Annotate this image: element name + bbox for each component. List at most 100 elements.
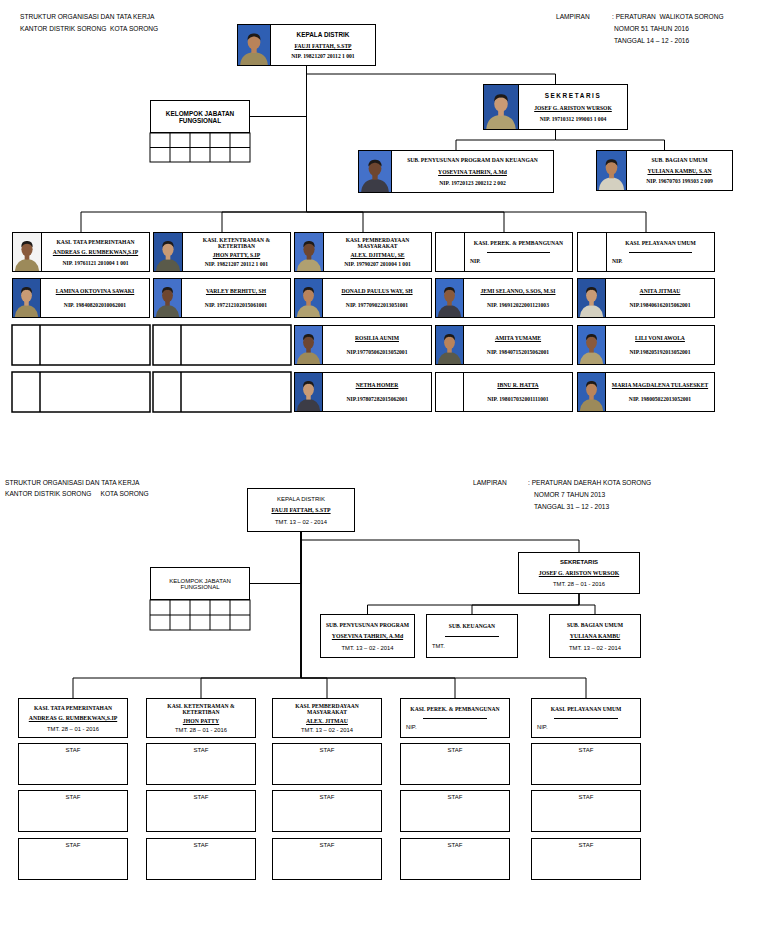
connector-line — [556, 130, 665, 150]
connector-line — [250, 66, 307, 117]
box-heading: SUB. BAGIAN UMUM — [651, 157, 707, 163]
employee-id: NIP. 19670703 199303 2 009 — [646, 178, 712, 184]
person-name: FAUJI FATTAH, S.STP — [294, 43, 351, 49]
person-name: JEMI SELANNO, S.SOS, M.SI — [480, 288, 555, 294]
photo-cell — [13, 279, 41, 317]
employee-id: TMT. 13 – 02 - 2014 — [569, 645, 621, 651]
connector-line — [368, 594, 580, 614]
staff-box: STAF — [400, 838, 510, 880]
photo-body — [438, 305, 461, 317]
staff-box: IBNU R. HATTANIP. 198017032001111001 — [435, 372, 573, 412]
box-heading: SEKRETARIS — [545, 92, 602, 99]
photo-cell — [578, 233, 607, 271]
photo-background — [13, 279, 40, 317]
text-area: LAMINA OKTOVINA SAWAKINIP. 1984082020100… — [41, 279, 149, 317]
person-name: ANITA JITMAU — [640, 288, 681, 294]
cell-divider — [39, 372, 41, 412]
connector-line — [222, 66, 307, 232]
text-area: KEPALA DISTRIKFAUJI FATTAH, S.STPNIP. 19… — [271, 25, 375, 65]
person-name: FAUJI FATTAH, S.STP — [271, 507, 330, 513]
connector-line — [472, 594, 579, 614]
empty-box — [12, 325, 150, 365]
text-area: STAF — [273, 791, 381, 831]
portrait-photo — [295, 373, 322, 411]
person-name: LAMINA OKTOVINA SAWAKI — [56, 288, 135, 294]
photo-hair — [586, 334, 597, 340]
photo-background — [578, 326, 605, 364]
photo-face — [586, 335, 597, 349]
box-heading: SUB. BAGIAN UMUM — [567, 622, 623, 628]
grid-line — [210, 600, 211, 630]
photo-body — [361, 179, 389, 192]
position-box: SUB. BAGIAN UMUMYULIANA KAMBUTMT. 13 – 0… — [549, 614, 641, 658]
text-area: KASI. KETENTRAMAN & KETERTIBANJHON PATTY… — [183, 233, 290, 271]
employee-id: NIP. 197212102015061001 — [205, 302, 267, 308]
photo-hair — [21, 241, 33, 247]
position-box: KASI. KETENTRAMAN & KETERTIBANJHON PATTY… — [153, 232, 291, 272]
box-heading: SUB. PENYUSUNAN PROGRAM — [326, 622, 409, 628]
employee-id: TMT. 28 – 01 - 2016 — [175, 727, 227, 733]
text-area: KASI. PEMBERDAYAAN MASYARAKATALEX. JITMA… — [273, 699, 381, 737]
photo-hair — [586, 287, 597, 293]
photo-face — [303, 242, 314, 256]
text-area: KASI. PEREK. & PEMBANGUNANNIP. — [401, 699, 509, 737]
box-heading: KASI. PELAYANAN UMUM — [625, 240, 696, 246]
photo-face — [21, 288, 32, 302]
employee-id: NIP. 196912022001121003 — [487, 302, 549, 308]
staff-box: LILI VONI AWOLANIP.198205192013052001 — [577, 325, 715, 365]
photo-body — [156, 259, 180, 271]
text-area: KASI. KETENTRAMAN & KETERTIBANJHON PATTY… — [147, 699, 255, 737]
photo-cell — [578, 373, 606, 411]
box-heading: KASI. TATA PEMERINTAHAN — [57, 239, 135, 245]
connector-line — [307, 66, 556, 84]
blank-line — [423, 718, 487, 719]
photo-body — [438, 352, 461, 364]
staff-box: STAF — [18, 743, 128, 785]
employee-id: TMT. 13 – 02 - 2014 — [342, 645, 394, 651]
text-area: STAF — [147, 839, 255, 879]
photo-hair — [444, 334, 455, 340]
position-box: SUB. KEUANGANTMT. — [426, 614, 518, 658]
photo-hair — [606, 159, 618, 165]
box-heading: KASI. PEMBERDAYAAN MASYARAKAT — [326, 237, 429, 249]
text-area: ANITA JITMAUNIP.198406162015062001 — [606, 279, 714, 317]
text-area: NETHA HOMERNIP.197807282015062001 — [323, 373, 431, 411]
photo-background — [484, 85, 518, 129]
chart-heading: STRUKTUR ORGANISASI DAN TATA KERJA — [5, 479, 139, 486]
connector-line — [456, 130, 556, 150]
photo-body — [156, 305, 179, 317]
person-name: DONALD PAULUS WAY, SH — [341, 288, 412, 294]
text-area: LILI VONI AWOLANIP.198205192013052001 — [606, 326, 714, 364]
photo-cell — [578, 326, 606, 364]
text-area: KELOMPOK JABATAN FUNGSIONAL — [151, 568, 249, 599]
box-heading: STAF — [194, 842, 209, 848]
box-heading: STAF — [66, 794, 81, 800]
photo-cell — [295, 326, 323, 364]
position-box: KEPALA DISTRIKFAUJI FATTAH, S.STPNIP. 19… — [237, 24, 376, 66]
employee-id: NIP. 198005022013052001 — [629, 396, 691, 402]
box-heading: STAF — [320, 842, 335, 848]
portrait-photo — [597, 151, 626, 190]
employee-id: NIP.198205192013052001 — [630, 349, 691, 355]
portrait-photo — [578, 373, 605, 411]
staff-box: STAF — [272, 790, 382, 832]
photo-background — [295, 233, 323, 271]
box-heading: KASI. PEREK. & PEMBANGUNAN — [474, 240, 563, 246]
photo-body — [580, 399, 603, 411]
portrait-photo — [154, 279, 181, 317]
employee-id: NIP. 19761121 201004 1 001 — [62, 260, 128, 266]
staff-box: ANITA JITMAUNIP.198406162015062001 — [577, 278, 715, 318]
text-area: DONALD PAULUS WAY, SHNIP. 19770902201305… — [323, 279, 431, 317]
grid-line — [190, 133, 191, 162]
box-heading: KELOMPOK JABATAN FUNGSIONAL — [153, 110, 247, 124]
position-box: KASI. TATA PEMERINTAHANANDREAS G. RUMBEK… — [12, 232, 150, 272]
photo-face — [303, 382, 314, 396]
box-heading: KASI. PEMBERDAYAAN MASYARAKAT — [275, 703, 379, 715]
portrait-photo — [238, 25, 270, 65]
cell-divider — [180, 325, 182, 365]
photo-face — [162, 288, 173, 302]
text-area: KASI. PEMBERDAYAAN MASYARAKATALEX. DJITM… — [324, 233, 431, 271]
text-area: ROSILIA AUNIMNIP.197705062013052001 — [323, 326, 431, 364]
box-heading: KEPALA DISTRIK — [297, 31, 350, 38]
connector-line — [250, 532, 301, 584]
